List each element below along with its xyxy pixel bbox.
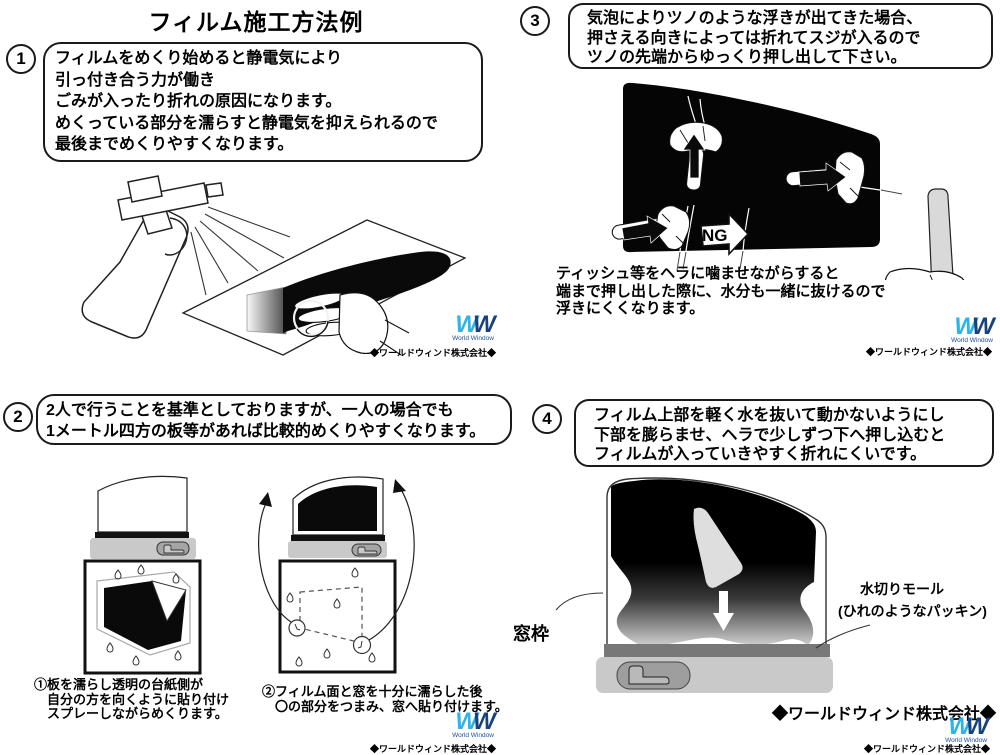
step4-bubble: フィルム上部を軽く水を抜いて動かないようにし 下部を膨らませ、ヘラで少しずつ下へ… — [574, 399, 994, 467]
company-watermark: ◆ワールドウィンド株式会社◆ — [863, 744, 990, 754]
world-window-logo: WW World Window — [452, 311, 495, 343]
step1-bubble: フィルムをめくり始めると静電気により 引っ付き合う力が働き ごみが入ったり折れの… — [43, 42, 483, 162]
squeegee-lowleft — [611, 205, 691, 251]
door-right — [288, 476, 387, 558]
company-watermark: ◆ワールドウィンド株式会社◆ — [369, 744, 496, 754]
arrow-left-curve — [258, 498, 292, 623]
spray-lines — [190, 206, 291, 296]
world-window-logo: WW World Window — [945, 713, 988, 745]
two-boards-illustration — [83, 475, 415, 675]
step3-note: ティッシュ等をヘラに噛ませながらすると 端まで押し出した際に、水分も一緒に抜ける… — [556, 265, 886, 317]
step2-number: 2 — [3, 402, 33, 432]
spray-peel-illustration — [81, 175, 467, 356]
spray-bottle-icon — [81, 175, 224, 339]
molding-leader-line — [815, 624, 871, 649]
door-handle — [616, 661, 691, 690]
ng-arrow: NG — [700, 211, 750, 257]
company-name-large: ◆ワールドウィンド株式会社◆ — [771, 706, 996, 723]
squeegee-up — [669, 121, 723, 191]
world-window-logo: WW World Window — [951, 313, 994, 345]
caption-2: ②フィルム面と窓を十分に濡らした後 〇の部分をつまみ、窓へ貼り付けます。 — [262, 684, 508, 714]
company-watermark: ◆ワールドウィンド株式会社◆ — [369, 348, 496, 358]
caption-1: ①板を濡らし透明の台紙側が 自分の方を向くように貼り付け スプレーしながらめくり… — [34, 677, 230, 721]
door-film-illustration — [555, 477, 871, 693]
svg-text:NG: NG — [702, 226, 728, 245]
squeegee-icon — [693, 507, 743, 588]
molding-strip — [604, 644, 830, 657]
step3-bubble: 気泡によりツノのような浮きが出てきた場合、 押さえる向きによっては折れてスジが入… — [568, 3, 993, 69]
arrow-right-curve — [368, 485, 415, 641]
door-handle-lever — [628, 665, 670, 685]
step3-number: 3 — [520, 6, 550, 36]
board-right — [258, 479, 415, 674]
hand-icon — [292, 292, 410, 356]
down-arrow — [713, 591, 734, 631]
molding-label: 水切りモール — [860, 581, 944, 597]
frame-leader-line — [555, 592, 604, 611]
packing-label: (ひれのようなパッキン) — [838, 603, 987, 619]
windshield-illustration: NG — [611, 82, 965, 280]
window-frame-label: 窓枠 — [513, 624, 549, 644]
page-title: フィルム施工方法例 — [148, 9, 364, 35]
wrinkle-lines-outside — [676, 189, 903, 272]
tissue-squeegee — [884, 188, 965, 280]
squeegee-right — [785, 151, 866, 205]
board-left — [83, 559, 202, 675]
step1-number: 1 — [6, 44, 36, 74]
step4-number: 4 — [532, 404, 562, 434]
door-left — [90, 475, 196, 559]
world-window-logo: WW World Window — [452, 708, 495, 740]
film-liner — [246, 286, 287, 335]
company-watermark: ◆ワールドウィンド株式会社◆ — [865, 347, 992, 357]
step2-bubble: 2人で行うことを基準としておりますが、一人の場合でも 1メートル四方の板等があれ… — [36, 394, 512, 445]
